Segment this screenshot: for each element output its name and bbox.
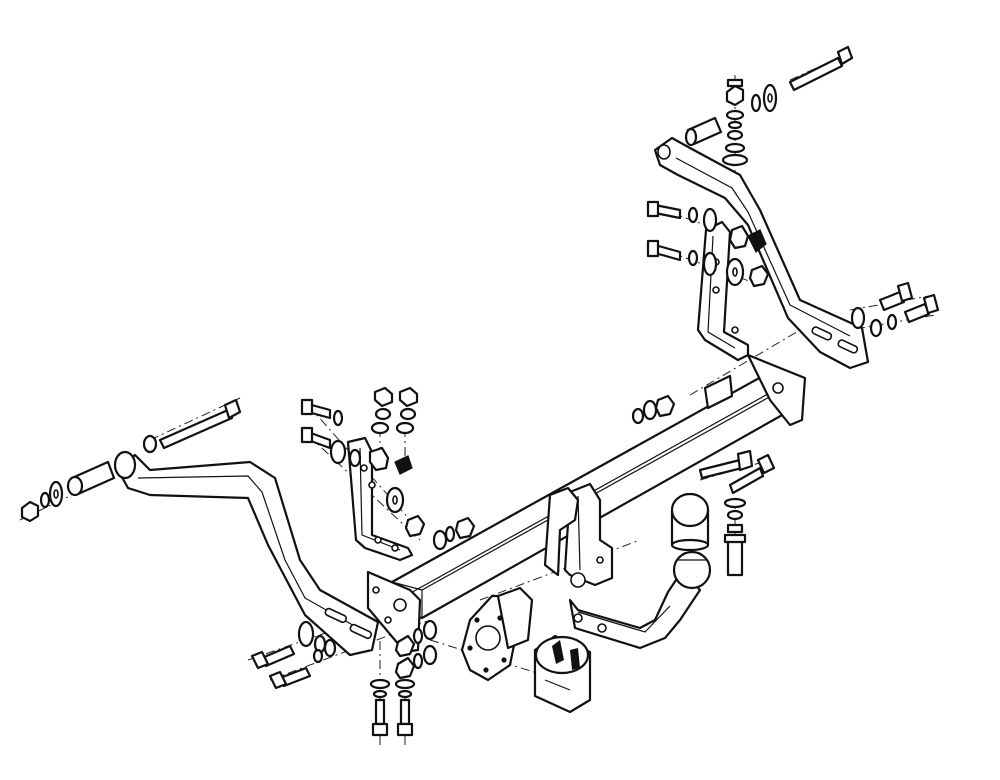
right-mounting-arm [653, 136, 870, 370]
tow-ball-cap [670, 492, 710, 552]
left-bracket [346, 436, 414, 562]
left-arm-hardware [20, 398, 242, 523]
right-end-bolts [850, 281, 940, 338]
tow-ball-neck [568, 550, 712, 650]
right-bracket [696, 220, 770, 362]
crossbar-mid-nuts [631, 394, 676, 425]
right-bracket-bolts [646, 200, 745, 287]
bottom-vertical-bolts [369, 678, 416, 737]
crossbar-left-nuts [394, 619, 438, 680]
left-nut-stacks [370, 386, 419, 435]
center-bracket [543, 482, 614, 588]
ball-bolts [698, 449, 776, 577]
left-mounting-arm [113, 450, 380, 657]
bottom-left-bolts [250, 620, 337, 690]
electrical-socket [533, 634, 592, 714]
right-arm-hardware [684, 45, 854, 167]
electrical-socket-plate [460, 586, 534, 682]
left-bracket-side-nuts [404, 514, 476, 551]
left-bracket-bolts [300, 398, 405, 514]
